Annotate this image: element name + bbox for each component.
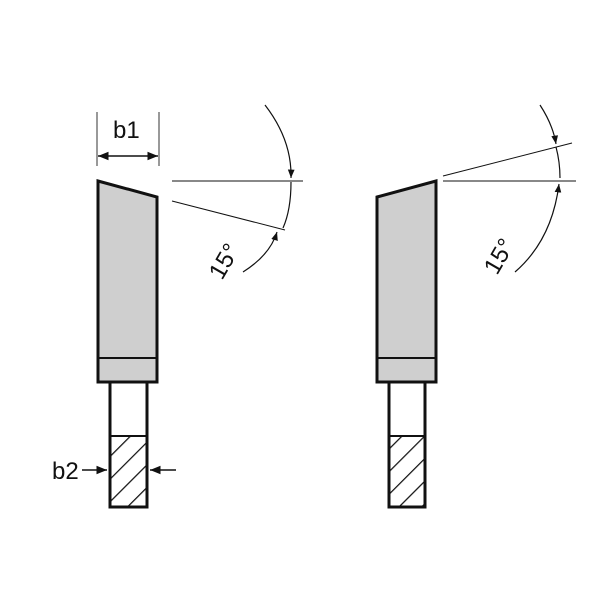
right-bevel-line (442, 142, 573, 177)
left-tooth: b1 15° b2 (52, 104, 303, 509)
left-shank-hatch (111, 436, 146, 506)
right-angle-label: 15° (479, 234, 521, 279)
right-tooth: 15° (375, 104, 576, 509)
right-angle-arc-top (539, 104, 559, 145)
left-angle-label: 15° (204, 239, 246, 284)
right-shank-hatch (390, 436, 424, 506)
left-tooth-tip (96, 179, 159, 384)
right-tooth-tip (375, 179, 438, 384)
b1-label: b1 (113, 117, 140, 144)
right-angle-arc-mid (555, 146, 561, 179)
right-angle-arc-bottom (514, 183, 562, 273)
left-angle-arc-bottom (242, 231, 278, 273)
left-angle-arc-mid (282, 181, 292, 229)
left-bevel-line (171, 200, 286, 231)
left-angle-arc-top (264, 104, 295, 179)
b2-label: b2 (52, 458, 79, 485)
